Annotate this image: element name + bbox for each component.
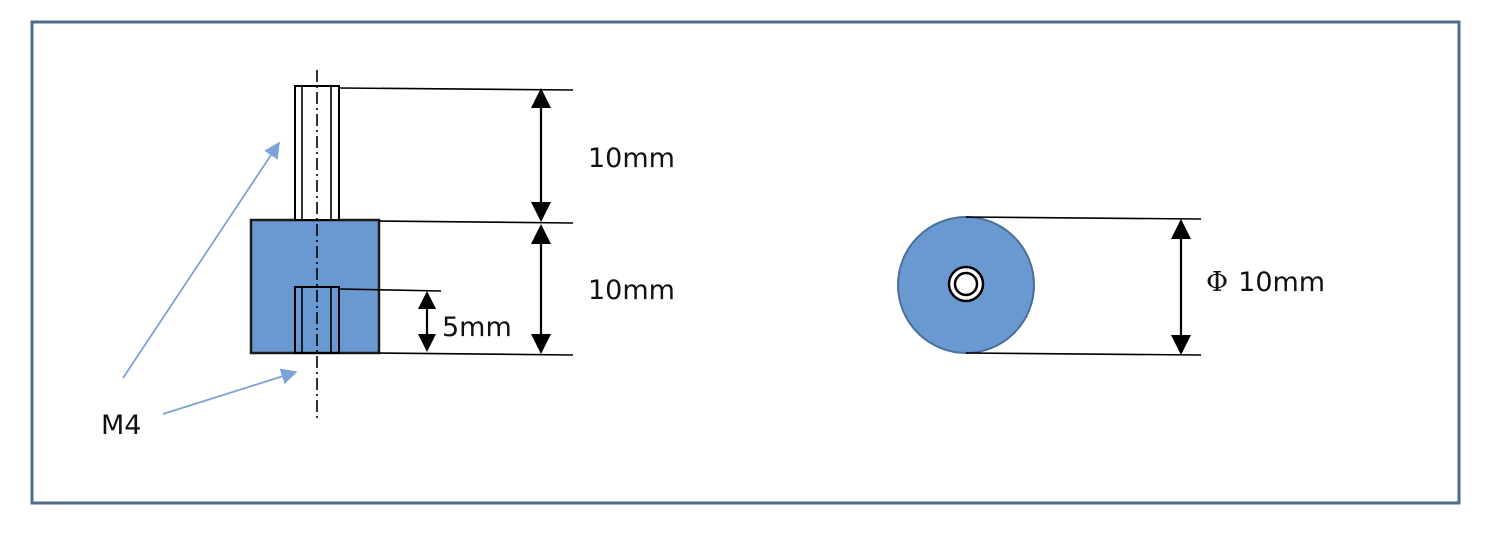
- extension-line-top: [338, 87, 574, 91]
- arrowhead: [531, 202, 551, 222]
- arrowhead: [531, 334, 551, 354]
- end-view: Φ 10mm: [897, 216, 1325, 356]
- arrowhead: [531, 224, 551, 244]
- frame-border: [30, 20, 1461, 505]
- extension-line-bottom: [378, 352, 574, 356]
- diameter-value: 10mm: [1238, 267, 1325, 298]
- body-height-label: 10mm: [588, 275, 675, 306]
- hole-inner-ring: [953, 271, 979, 297]
- stud-height-label: 10mm: [588, 143, 675, 174]
- thread-label: M4: [101, 410, 141, 441]
- extension-line-diameter-bottom: [965, 352, 1202, 356]
- arrowhead: [531, 88, 551, 108]
- arrowhead: [1171, 219, 1191, 239]
- threaded-hole: [294, 286, 340, 354]
- side-view: 10mm 10mm 5mm M4: [101, 70, 675, 441]
- thread-leader-stud: [122, 141, 280, 379]
- arrowhead: [418, 334, 436, 352]
- extension-line-hole: [338, 288, 442, 292]
- thread-leader-hole: [162, 368, 298, 415]
- diameter-label: Φ 10mm: [1206, 267, 1325, 298]
- extension-line-diameter-top: [965, 216, 1202, 220]
- arrowhead: [1171, 335, 1191, 355]
- hole-depth-label: 5mm: [442, 312, 512, 343]
- arrowhead: [418, 291, 436, 309]
- diameter-symbol: Φ: [1206, 267, 1228, 298]
- extension-line-mid: [378, 220, 574, 224]
